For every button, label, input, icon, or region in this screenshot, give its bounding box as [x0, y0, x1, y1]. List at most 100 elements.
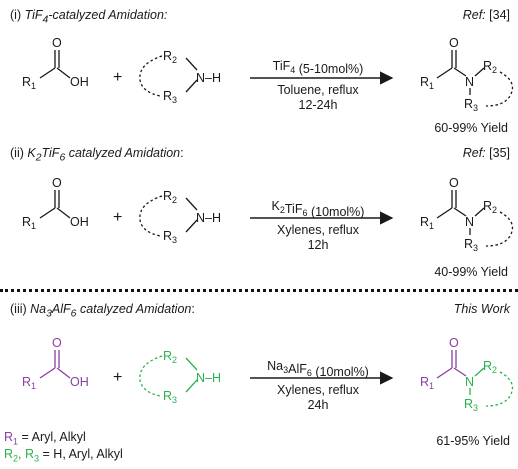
dotted-divider	[0, 289, 518, 292]
arrow-catalyst-1: TiF4 (5-10mol%)	[273, 59, 364, 76]
arrow-time-3: 24h	[308, 398, 329, 412]
arrow-time-1: 12-24h	[299, 98, 338, 112]
section-1-title-rest: -catalyzed Amidation:	[48, 8, 168, 22]
section-1-catalyst: TiF4	[24, 8, 49, 26]
amine-r3-bond-2	[185, 219, 198, 233]
arrow-solvent-1: Toluene, reflux	[277, 83, 359, 97]
section-2-number: (ii)	[10, 146, 28, 160]
section-3-number: (iii)	[10, 302, 31, 316]
section-2-ref-value: [35]	[485, 146, 510, 160]
acid-hydroxyl-2: OH	[70, 215, 89, 229]
section-1-ref-label: Ref:	[462, 8, 486, 22]
acid-oh-bond-1	[56, 67, 71, 79]
arrow-solvent-2: Xylenes, reflux	[277, 223, 360, 237]
acid-r1-label-1: R1	[22, 75, 36, 91]
section-2-ref: Ref: [35]	[463, 146, 510, 160]
section-3-yield: 61-95% Yield	[436, 434, 510, 448]
product-bond-r1-2	[436, 207, 453, 219]
amine-r2-label-3: R2	[163, 349, 177, 365]
product-r2-bond-3	[474, 367, 485, 377]
legend-r3-symbol: , R	[18, 447, 35, 461]
acid-oxygen-1: O	[52, 36, 62, 50]
amine-r2-label-1: R2	[163, 49, 177, 65]
section-1-number: (i)	[10, 8, 25, 22]
product-r1-label-1: R1	[420, 75, 434, 91]
amine-nh-2: N–H	[196, 211, 221, 225]
section-2-catalyst: K2TiF6	[27, 146, 66, 164]
acid-oxygen-3: O	[52, 336, 62, 350]
section-2-yield: 40-99% Yield	[434, 265, 508, 279]
acid-oh-bond-2	[56, 207, 71, 219]
arrow-time-2: 12h	[308, 238, 329, 252]
section-2-header: (ii) K2TiF6 catalyzed Amidation:	[10, 146, 184, 164]
product-oxygen-1: O	[449, 36, 459, 50]
acid-bond-r1-1	[39, 67, 56, 79]
product-cn-bond-2	[453, 207, 467, 217]
product-ring-arc-1	[485, 71, 514, 107]
amine-r3-bond-3	[185, 379, 198, 393]
amine-nh-3: N–H	[196, 371, 221, 385]
section-2-ref-label: Ref:	[462, 146, 486, 160]
product-bond-r1-3	[436, 367, 453, 379]
legend-r2-r3: R2, R3 = H, Aryl, Alkyl	[4, 447, 123, 464]
product-r2-label-1: R2	[483, 59, 497, 75]
amine-r2-bond-1	[185, 57, 198, 71]
product-bond-r1-1	[436, 67, 453, 79]
arrow-solvent-3: Xylenes, reflux	[277, 383, 360, 397]
product-cn-bond-1	[453, 67, 467, 77]
section-1-ref: Ref: [34]	[463, 8, 510, 22]
product-r3-label-3: R3	[464, 397, 478, 413]
amine-ring-arc-3	[139, 355, 163, 397]
amine-ring-arc-2	[139, 195, 163, 237]
section-3-header: (iii) Na3AlF6 catalyzed Amidation:	[10, 302, 195, 320]
amine-r3-bond-1	[185, 79, 198, 93]
section-2-colon: :	[180, 146, 184, 160]
legend-r3-sub: 3	[34, 453, 40, 464]
legend-r2-r3-text: = H, Aryl, Alkyl	[39, 447, 123, 461]
product-ring-arc-2	[485, 211, 514, 247]
product-r2-bond-2	[474, 207, 485, 217]
arrow-catalyst-2: K2TiF6 (10mol%)	[272, 199, 365, 219]
legend-r1-text: = Aryl, Alkyl	[18, 430, 86, 444]
amine-r3-label-1: R3	[163, 89, 177, 105]
section-3-ref: This Work	[454, 302, 510, 316]
acid-oh-bond-3	[56, 367, 71, 379]
section-2-title: K2TiF6 catalyzed Amidation	[27, 146, 181, 164]
acid-hydroxyl-1: OH	[70, 75, 89, 89]
legend-r2-sub: 2	[13, 453, 19, 464]
amine-ring-arc-1	[139, 55, 163, 97]
product-r1-label-3: R1	[420, 375, 434, 391]
acid-r1-label-3: R1	[22, 375, 36, 391]
product-r3-label-2: R3	[464, 237, 478, 253]
product-nitrogen-3: N	[465, 375, 474, 389]
amine-r2-label-2: R2	[163, 189, 177, 205]
section-3-title: Na3AlF6 catalyzed Amidation	[30, 302, 191, 320]
section-1-title: TiF4-catalyzed Amidation:	[24, 8, 168, 26]
legend-r2-symbol: R	[4, 447, 14, 461]
legend-r1: R1 = Aryl, Alkyl	[4, 430, 86, 447]
legend-r1-sub: 1	[13, 436, 19, 447]
acid-bond-r1-3	[39, 367, 56, 379]
section-1-header: (i) TiF4-catalyzed Amidation:	[10, 8, 167, 26]
arrow-catalyst-3: Na3AlF6 (10mol%)	[267, 359, 369, 379]
section-1-ref-value: [34]	[485, 8, 510, 22]
product-r3-label-1: R3	[464, 97, 478, 113]
product-r2-label-3: R2	[483, 359, 497, 375]
acid-oxygen-2: O	[52, 176, 62, 190]
amine-r3-label-3: R3	[163, 389, 177, 405]
amine-r2-bond-3	[185, 357, 198, 371]
product-nitrogen-1: N	[465, 75, 474, 89]
section-2-title-rest: catalyzed Amidation	[65, 146, 181, 160]
plus-sign-3: +	[113, 369, 122, 386]
product-nitrogen-2: N	[465, 215, 474, 229]
amine-r3-label-2: R3	[163, 229, 177, 245]
product-r1-label-2: R1	[420, 215, 434, 231]
acid-r1-label-2: R1	[22, 215, 36, 231]
product-ring-arc-3	[485, 371, 514, 407]
section-3-catalyst: Na3AlF6	[30, 302, 77, 320]
amine-r2-bond-2	[185, 197, 198, 211]
section-3-colon: :	[191, 302, 195, 316]
product-oxygen-3: O	[449, 336, 459, 350]
section-1-yield: 60-99% Yield	[434, 121, 508, 135]
